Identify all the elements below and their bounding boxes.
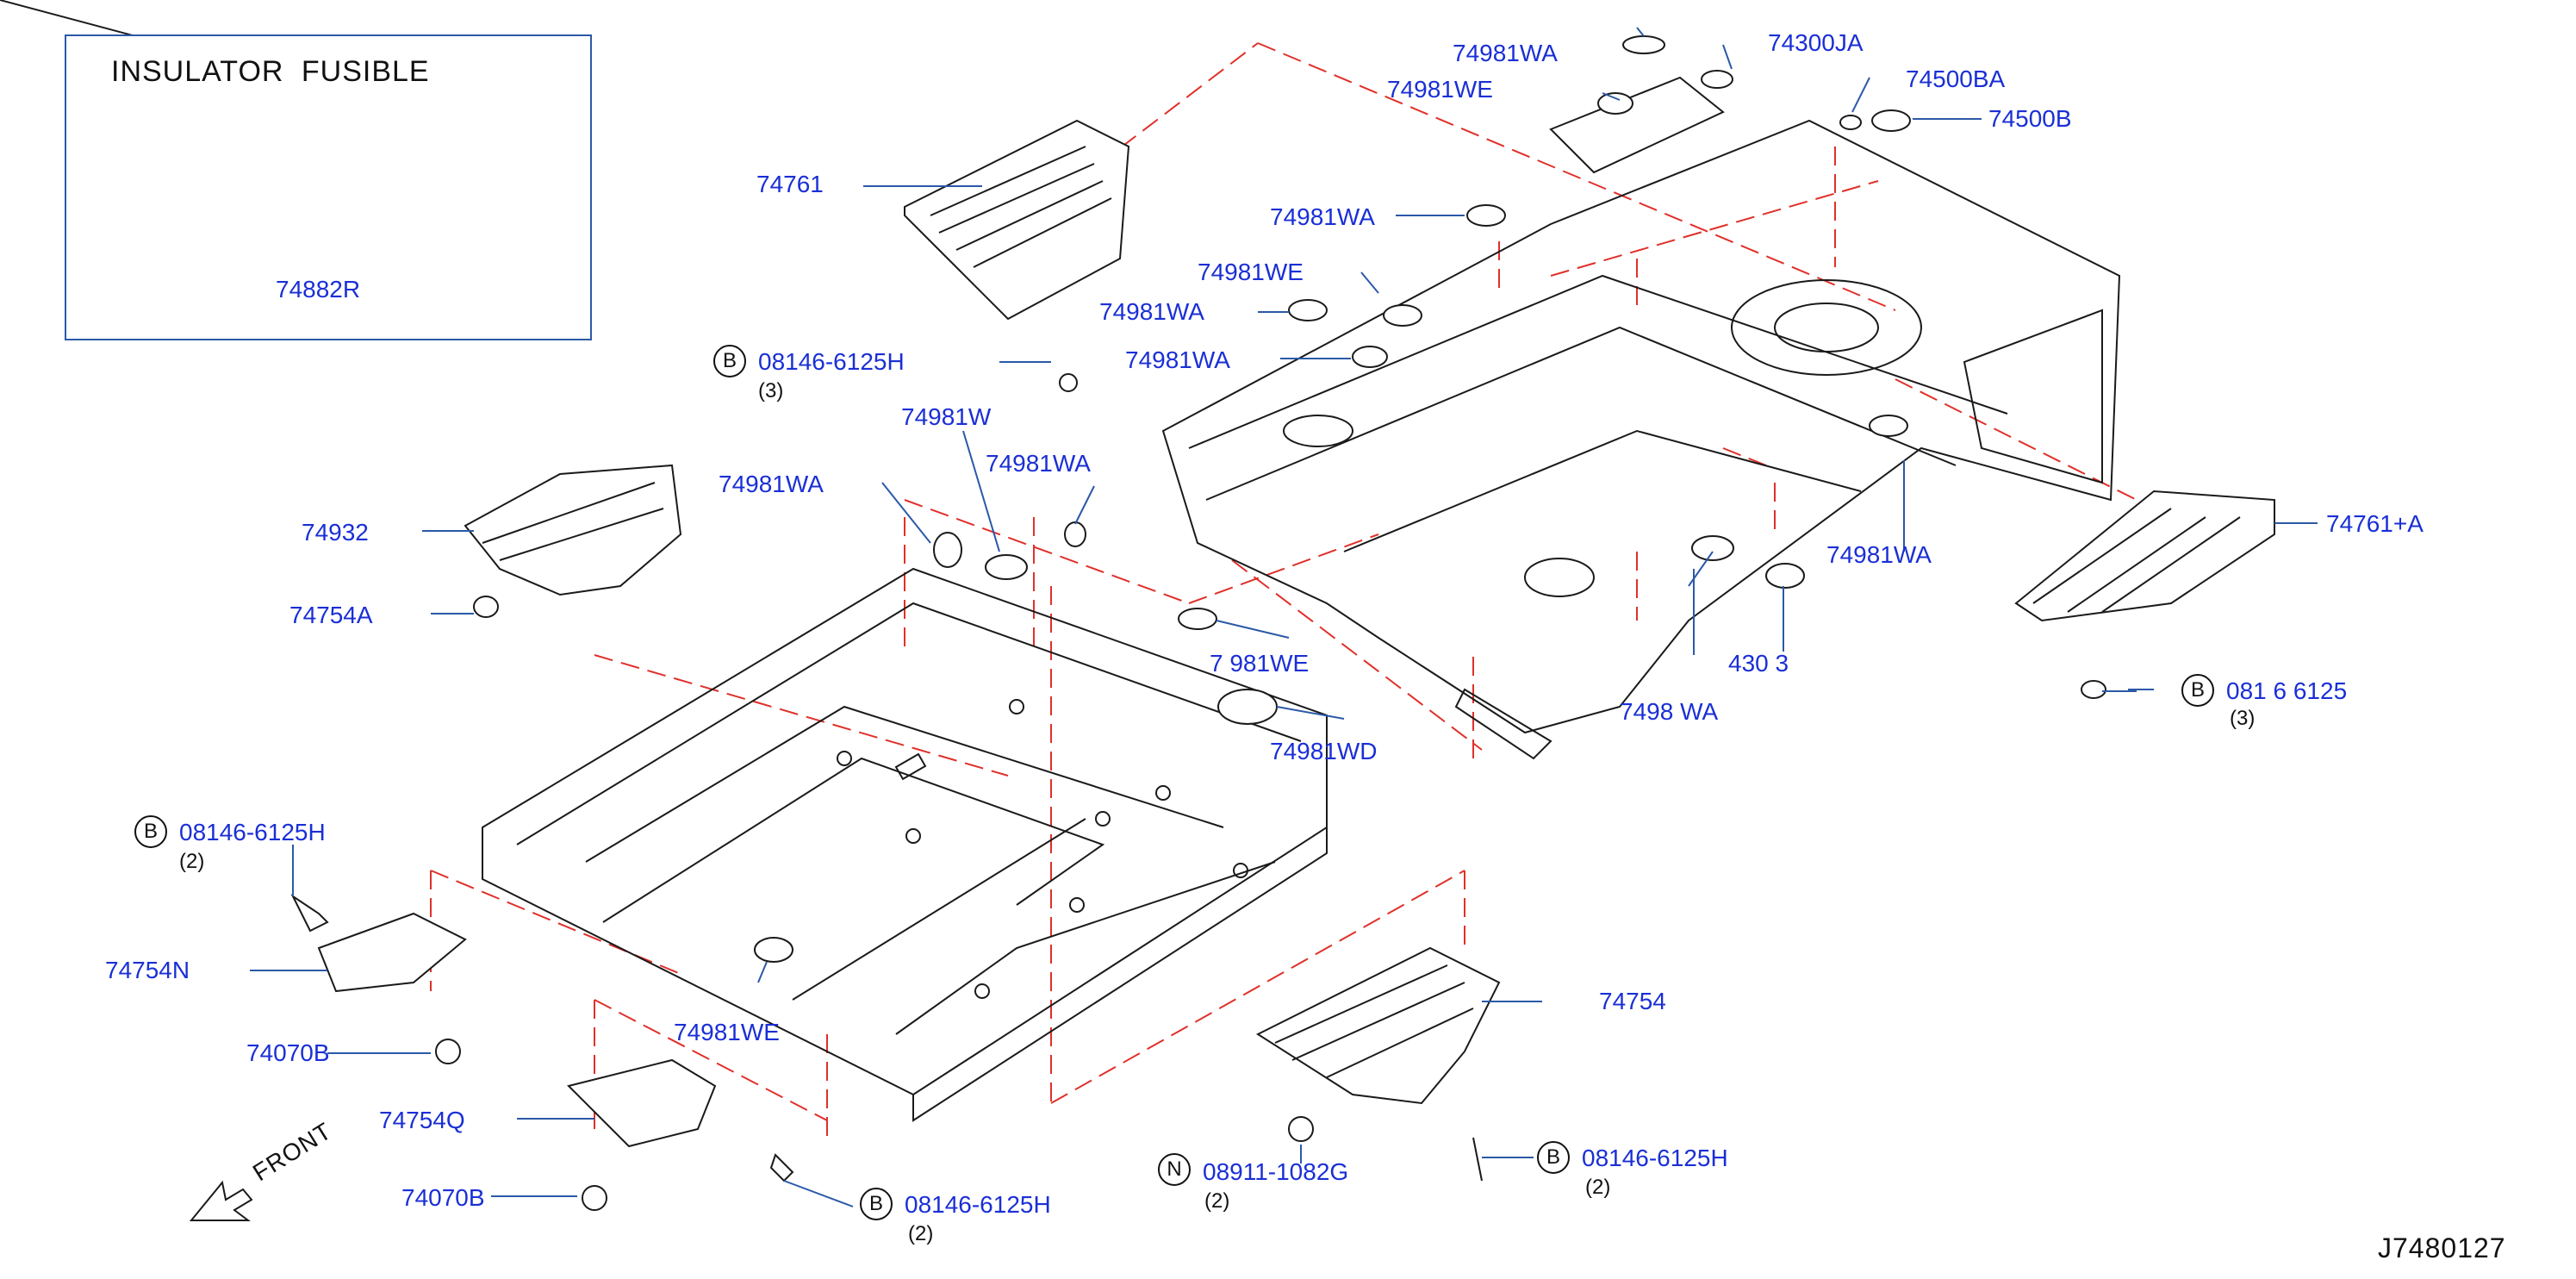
part-label: 74070B xyxy=(401,1184,485,1211)
part-label: 74981WA xyxy=(719,471,824,497)
part-label: 74981WA xyxy=(1270,203,1375,230)
callout-quantity: (3) xyxy=(2230,707,2256,730)
callout-part-code: 081 6 6125 xyxy=(2226,677,2348,704)
callout-badge: B xyxy=(2181,674,2214,707)
part-label: 74981WA xyxy=(1099,298,1204,325)
callout-quantity: (2) xyxy=(179,850,205,873)
leader-lines xyxy=(250,27,2318,1207)
part-label: 74981WA xyxy=(1826,541,1932,568)
part-label: 74500BA xyxy=(1906,66,2006,92)
part-label: 74761+A xyxy=(2326,510,2424,537)
floor-pan-front xyxy=(482,567,1328,1122)
diagram-id: J7480127 xyxy=(2378,1232,2506,1263)
part-label: 74981WE xyxy=(1198,259,1304,285)
part-label: 74981W xyxy=(901,403,992,430)
heat-shields xyxy=(0,0,2275,1148)
dash-lines xyxy=(430,42,2137,1138)
part-label: 74754 xyxy=(1599,988,1666,1014)
callout-part-code: 08911-1082G xyxy=(1203,1158,1349,1185)
floor-pan-rear xyxy=(1161,76,2121,760)
part-label: 74754Q xyxy=(379,1107,465,1133)
part-label: 430 3 xyxy=(1728,650,1789,677)
part-label-74882r: 74882R xyxy=(276,276,361,303)
part-label: 74981WA xyxy=(1125,346,1230,373)
callout-badge: B xyxy=(713,345,746,377)
callout-badge: B xyxy=(860,1188,893,1220)
callout-quantity: (3) xyxy=(758,379,784,402)
callout-part-code: 08146-6125H xyxy=(758,348,905,375)
front-arrow xyxy=(189,1180,253,1221)
part-label: 74981WA xyxy=(1453,40,1558,66)
callout-badge: B xyxy=(1537,1141,1570,1174)
callout-quantity: (2) xyxy=(1585,1176,1611,1199)
part-label: 74300JA xyxy=(1768,29,1864,56)
callout-badge: B xyxy=(134,815,167,848)
callout-badge: N xyxy=(1158,1153,1191,1186)
callout-part-code: 08146-6125H xyxy=(179,819,326,845)
part-label: 74500B xyxy=(1988,105,2072,132)
inset-title: INSULATOR FUSIBLE xyxy=(111,55,430,88)
callout-part-code: 08146-6125H xyxy=(1582,1145,1728,1171)
part-label: 74761 xyxy=(756,171,824,197)
part-label: 74932 xyxy=(302,519,369,546)
part-label: 74754A xyxy=(289,602,373,628)
part-label: 7498 WA xyxy=(1620,698,1719,725)
part-label: 74981WD xyxy=(1270,738,1378,764)
part-label: 74070B xyxy=(246,1039,330,1066)
part-label: 74981WE xyxy=(1387,76,1493,103)
inset-panel: INSULATOR FUSIBLE xyxy=(65,34,592,340)
plugs-grommets xyxy=(290,35,2106,1211)
callout-quantity: (2) xyxy=(908,1222,934,1245)
part-label: 74981WA xyxy=(986,450,1091,477)
part-label: 74981WE xyxy=(674,1019,780,1045)
callout-quantity: (2) xyxy=(1204,1189,1230,1213)
part-label: 74754N xyxy=(105,957,190,983)
callout-part-code: 08146-6125H xyxy=(905,1191,1051,1218)
part-label: 7 981WE xyxy=(1210,650,1310,677)
